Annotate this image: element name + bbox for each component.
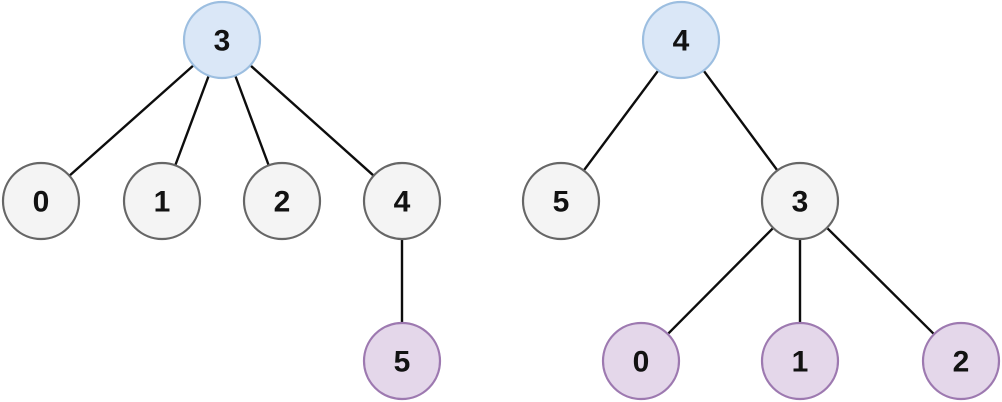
graph-node[interactable]: 5: [362, 321, 442, 401]
node-circle[interactable]: [182, 0, 262, 80]
node-circle[interactable]: [641, 0, 721, 80]
graph-node[interactable]: 5: [521, 161, 601, 241]
node-circle[interactable]: [601, 321, 681, 401]
node-circle[interactable]: [122, 161, 202, 241]
graph-node[interactable]: 3: [182, 0, 262, 80]
graph-node[interactable]: 0: [1, 161, 81, 241]
graph-edge: [234, 75, 270, 166]
node-circle[interactable]: [242, 161, 322, 241]
graph-node[interactable]: 4: [362, 161, 442, 241]
graph-node[interactable]: 1: [122, 161, 202, 241]
graph-edge: [826, 226, 935, 336]
graph-edge: [249, 64, 375, 177]
node-circle[interactable]: [760, 161, 840, 241]
node-circle[interactable]: [521, 161, 601, 241]
graph-edge: [702, 69, 779, 172]
graph-edge: [68, 64, 195, 177]
node-circle[interactable]: [362, 161, 442, 241]
graph-node[interactable]: 1: [760, 321, 840, 401]
graph-edge: [582, 69, 660, 172]
node-circle[interactable]: [760, 321, 840, 401]
graph-node[interactable]: 2: [242, 161, 322, 241]
node-circle[interactable]: [362, 321, 442, 401]
graph-edge: [666, 227, 775, 335]
graph-edge: [174, 75, 210, 166]
node-circle[interactable]: [921, 321, 1001, 401]
graph-node[interactable]: 0: [601, 321, 681, 401]
graph-node[interactable]: 2: [921, 321, 1001, 401]
edges-group: [68, 64, 935, 336]
graph-node[interactable]: 3: [760, 161, 840, 241]
graph-node[interactable]: 4: [641, 0, 721, 80]
node-circle[interactable]: [1, 161, 81, 241]
